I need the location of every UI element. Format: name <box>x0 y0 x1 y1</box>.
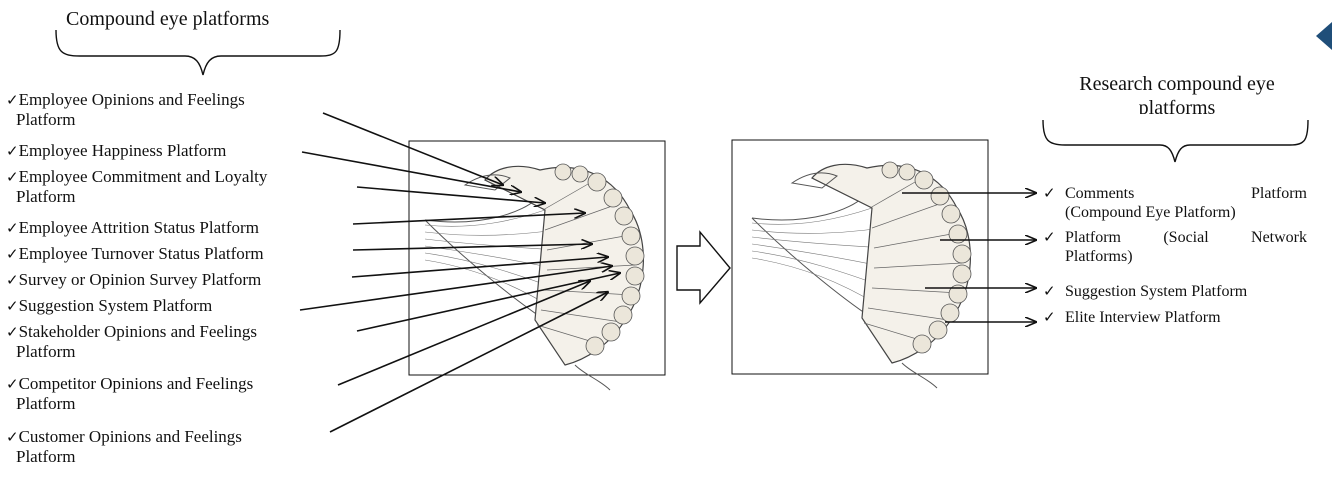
right-brace <box>1043 120 1308 162</box>
corner-marker <box>1316 22 1332 50</box>
left-brace <box>56 30 340 75</box>
transition-arrow <box>677 232 730 303</box>
